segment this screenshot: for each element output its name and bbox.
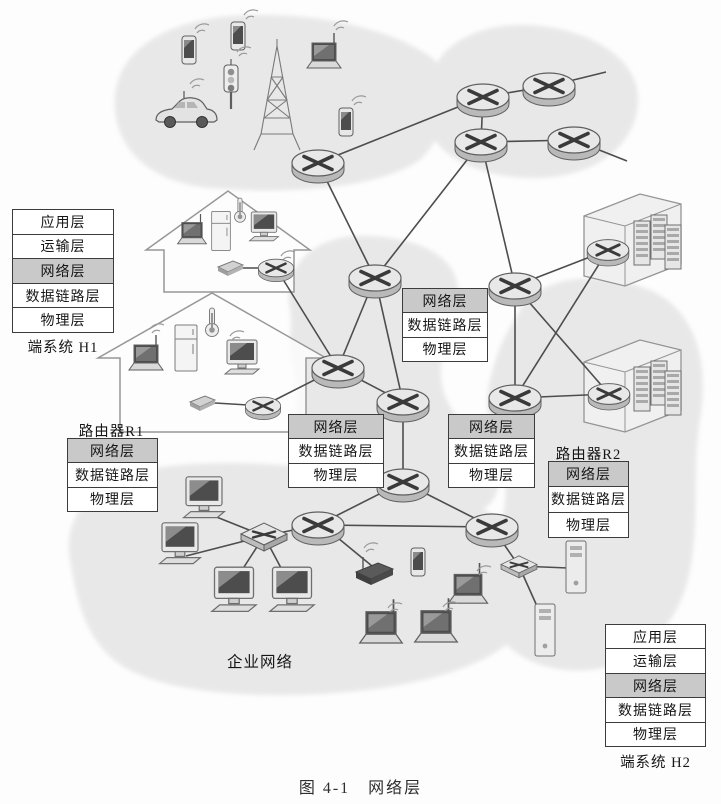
layer-row-network-highlighted: 网络层 (606, 672, 705, 698)
end-system-h2-label: 端系统 H2 (620, 755, 691, 771)
smartphone-icon (230, 21, 246, 51)
server-rack-icon (664, 224, 682, 270)
layer-row: 数据链路层 (549, 486, 628, 511)
router-icon (546, 125, 602, 162)
server-rack-icon (633, 220, 651, 266)
server-tower-icon (534, 603, 556, 657)
router-icon (375, 387, 431, 424)
layer-row-network-highlighted: 网络层 (289, 415, 383, 439)
router-icon (487, 271, 543, 308)
server-rack-icon (664, 370, 682, 416)
layer-row: 运输层 (13, 233, 113, 259)
layer-row-network-highlighted: 网络层 (449, 415, 534, 439)
layer-stack-core-left: 网络层 数据链路层 物理层 (288, 414, 384, 488)
layer-stack-core-right: 网络层 数据链路层 物理层 (448, 414, 535, 488)
layer-row-network-highlighted: 网络层 (68, 439, 157, 463)
layer-row-network-highlighted: 网络层 (403, 289, 487, 313)
layer-row-network-highlighted: 网络层 (13, 258, 113, 283)
router-icon (586, 382, 632, 412)
layer-row-network-highlighted: 网络层 (549, 462, 628, 487)
layer-row: 数据链路层 (13, 282, 113, 308)
smartphone-icon (338, 107, 354, 137)
cloud-wireless-access (114, 14, 447, 191)
router-icon (521, 71, 577, 108)
router-r1-label: 路由器R1 (78, 424, 145, 440)
layer-stack-core-top: 网络层 数据链路层 物理层 (402, 288, 488, 362)
layer-row: 数据链路层 (606, 697, 705, 721)
layer-row: 数据链路层 (289, 438, 383, 462)
home-router-icon (244, 395, 282, 421)
refrigerator-icon (211, 211, 231, 251)
layer-row: 物理层 (606, 721, 705, 746)
router-icon (375, 467, 431, 504)
router-icon (585, 238, 631, 268)
layer-row: 应用层 (40, 215, 86, 231)
layer-stack-router-r1: 网络层 数据链路层 物理层 (67, 438, 158, 512)
layer-row: 物理层 (289, 462, 383, 487)
enterprise-network-label: 企业网络 (226, 654, 293, 671)
router-r2-icon (464, 512, 520, 549)
router-r1-icon (290, 510, 346, 547)
layer-stack-end-system-h1: 应用层 运输层 网络层 数据链路层 物理层 (12, 209, 114, 333)
server-tower-icon (565, 540, 587, 594)
home-router-icon (257, 257, 295, 283)
layer-row: 物理层 (13, 307, 113, 332)
layer-row: 物理层 (403, 336, 487, 361)
refrigerator-icon (174, 324, 198, 372)
end-system-h1-label: 端系统 H1 (27, 340, 99, 356)
router-icon (453, 127, 509, 164)
layer-row: 物理层 (549, 511, 628, 537)
smartphone-icon (181, 35, 197, 65)
router-r2-label: 路由器R2 (555, 447, 622, 463)
router-icon (310, 353, 366, 390)
router-icon (455, 82, 511, 119)
layer-row: 运输层 (606, 648, 705, 672)
layer-row: 物理层 (449, 462, 534, 487)
router-icon (347, 263, 403, 300)
layer-row: 数据链路层 (449, 438, 534, 462)
layer-row: 数据链路层 (68, 462, 157, 486)
smartphone-icon (410, 547, 426, 577)
layer-row: 数据链路层 (403, 312, 487, 336)
layer-stack-router-r2: 网络层 数据链路层 物理层 (548, 461, 629, 538)
layer-stack-end-system-h2: 应用层 运输层 网络层 数据链路层 物理层 (605, 624, 706, 747)
layer-row: 物理层 (68, 486, 157, 511)
layer-row: 应用层 (633, 630, 678, 646)
router-icon (290, 148, 346, 185)
figure-caption: 图 4-1 网络层 (298, 780, 423, 797)
server-rack-icon (633, 366, 651, 412)
